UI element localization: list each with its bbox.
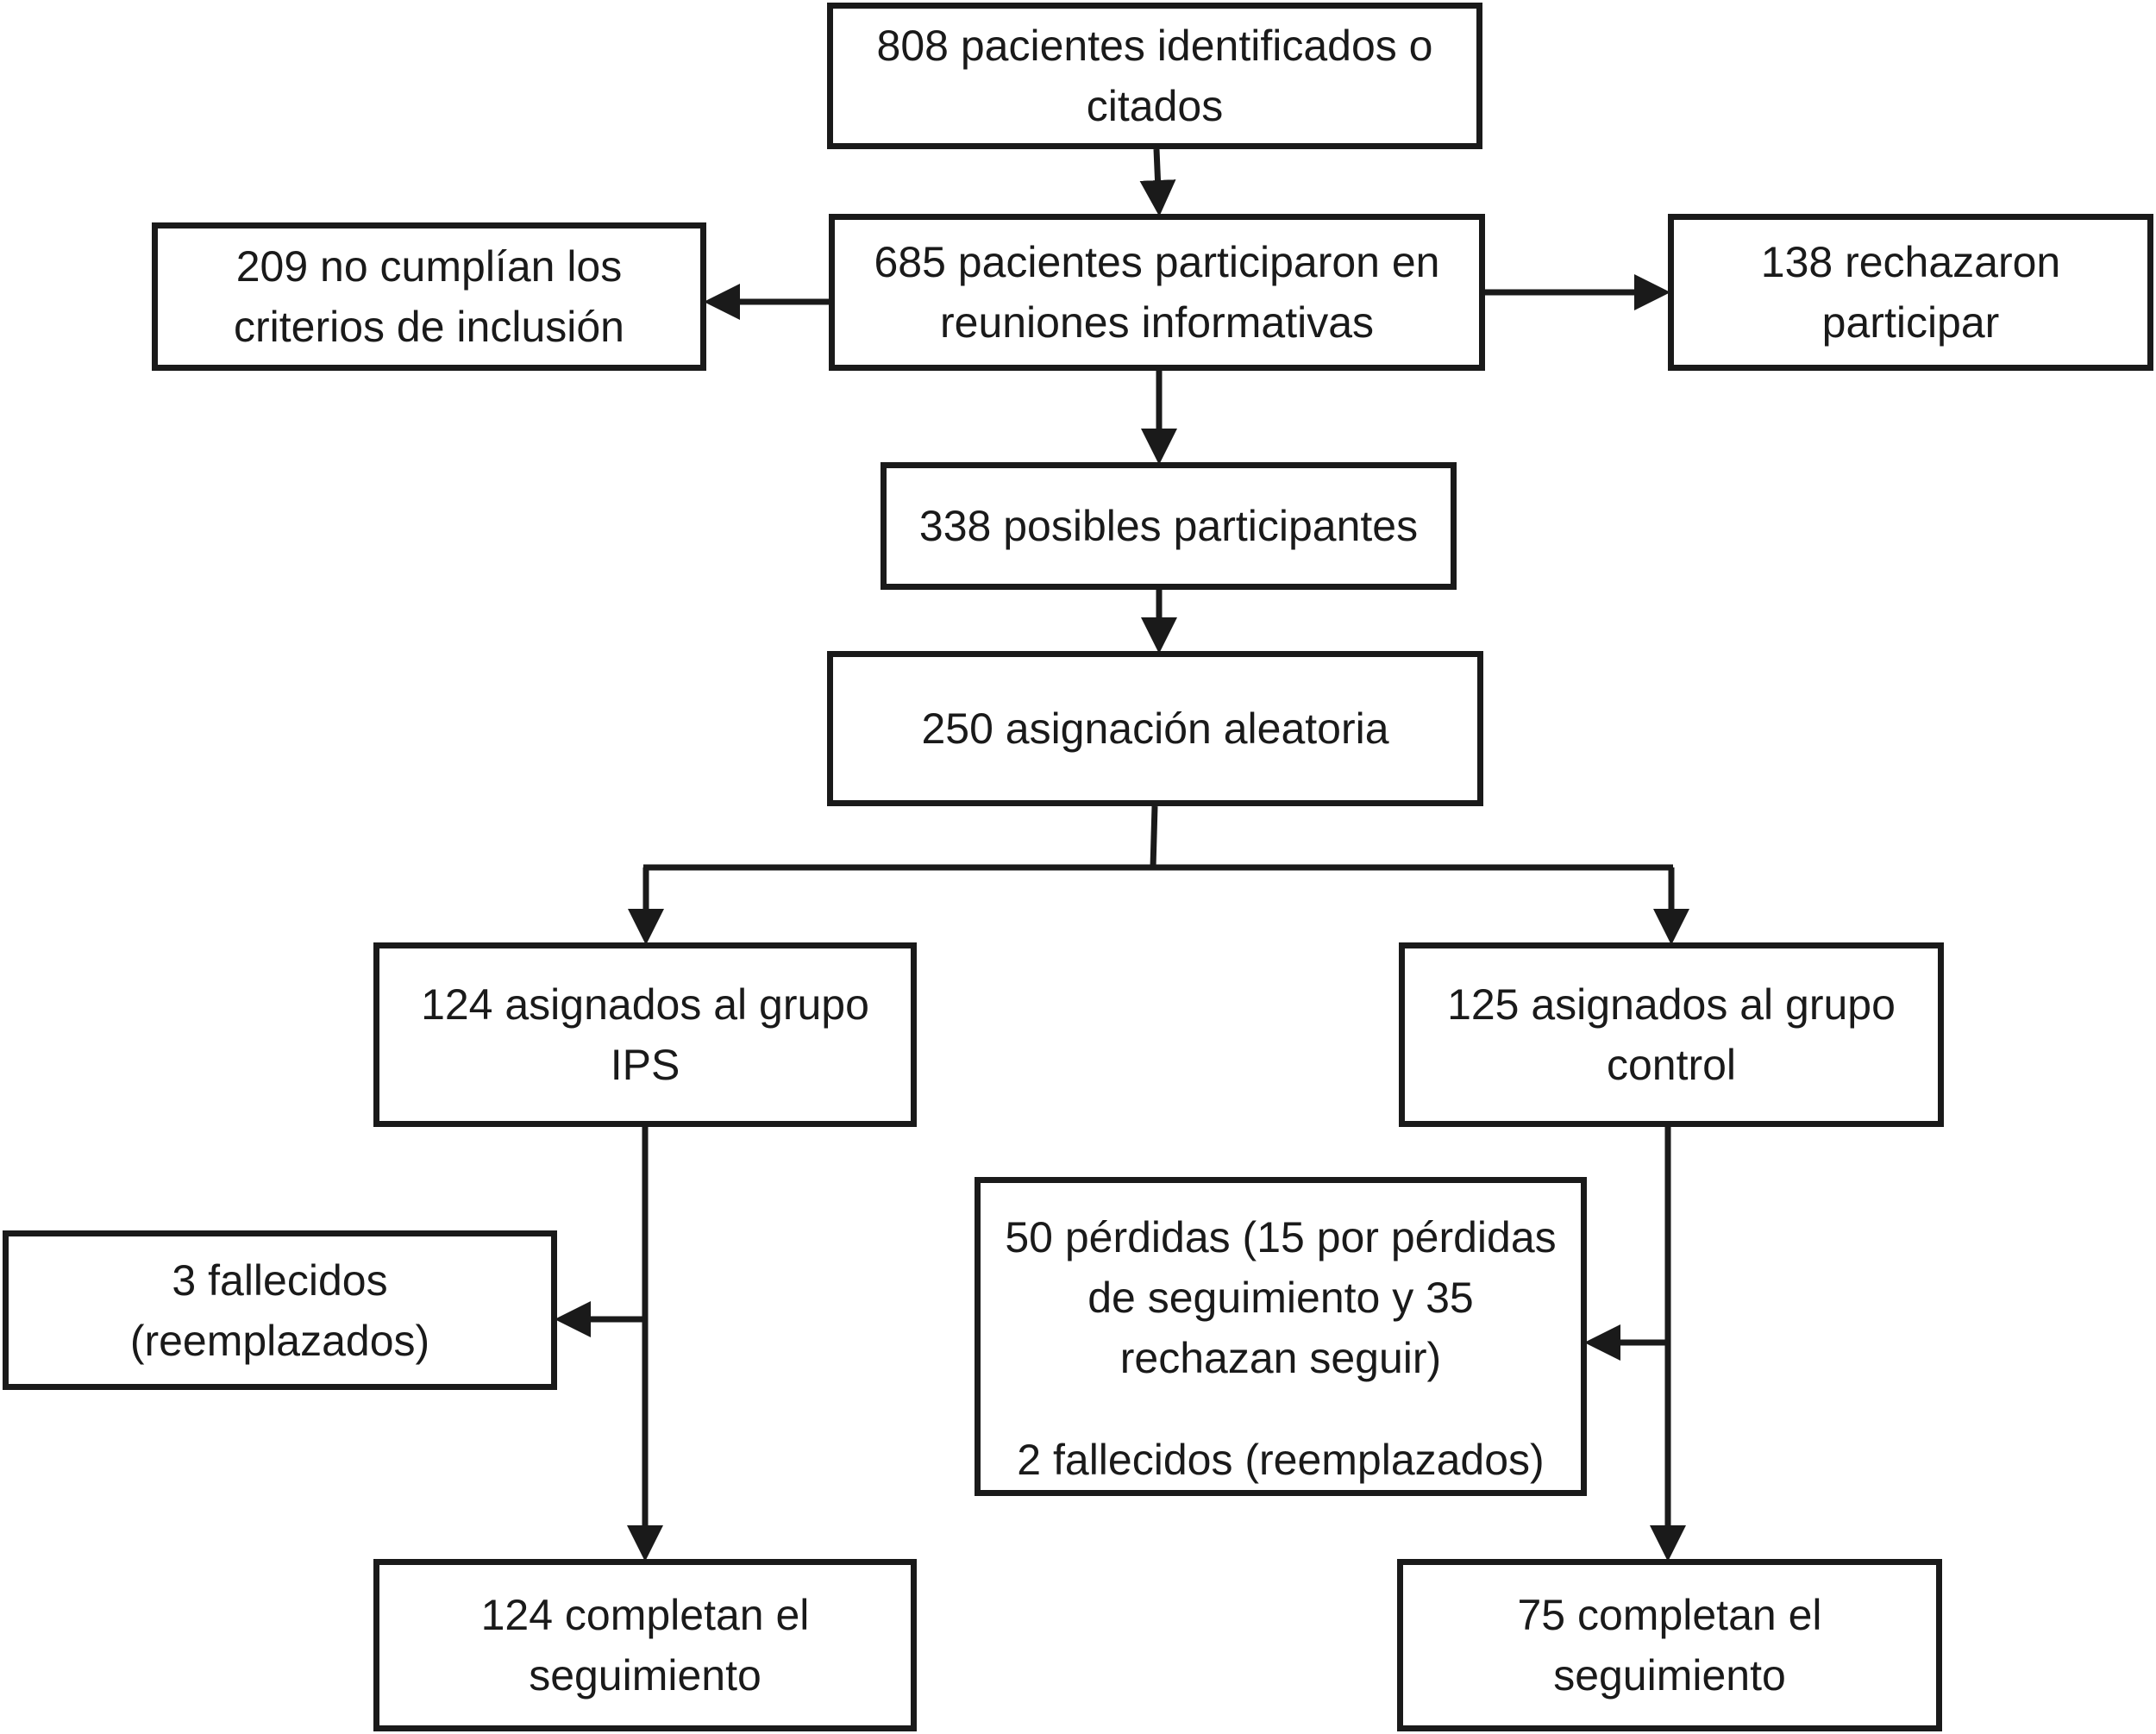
box-control-losses-line4: 2 fallecidos (reemplazados) (1017, 1436, 1545, 1484)
arrow-identified-to-meetings (1139, 148, 1176, 216)
box-control-group-line2: control (1606, 1041, 1737, 1089)
box-excluded-criteria: 209 no cumplían los criterios de inclusi… (152, 222, 706, 371)
box-identified-line2: citados (1086, 82, 1224, 130)
box-control-completed: 75 completan el seguimiento (1397, 1559, 1942, 1731)
box-informative-meetings: 685 pacientes participaron en reuniones … (829, 214, 1485, 371)
box-ips-group-line1: 124 asignados al grupo (421, 980, 869, 1029)
box-control-group-line1: 125 asignados al grupo (1447, 980, 1896, 1029)
box-ips-completed-line1: 124 completan el (480, 1591, 810, 1639)
box-control-losses: 50 pérdidas (15 por pérdidas de seguimie… (975, 1177, 1587, 1496)
box-possible-participants-line1: 338 posibles participantes (918, 502, 1419, 550)
line-randomized-stem (1150, 805, 1158, 868)
box-ips-group: 124 asignados al grupo IPS (373, 942, 917, 1127)
box-control-group: 125 asignados al grupo control (1399, 942, 1944, 1127)
box-refused-line1: 138 rechazaron (1760, 238, 2061, 286)
box-excluded-criteria-line2: criterios de inclusión (234, 303, 624, 351)
box-control-losses-line1: 50 pérdidas (15 por pérdidas (1005, 1213, 1557, 1261)
box-control-completed-line2: seguimiento (1553, 1651, 1786, 1700)
box-ips-group-line2: IPS (610, 1041, 680, 1089)
box-ips-deaths-line1: 3 fallecidos (172, 1255, 388, 1305)
box-ips-deaths-line2: (reemplazados) (129, 1316, 430, 1365)
box-possible-participants: 338 posibles participantes (881, 462, 1457, 590)
box-ips-completed-line2: seguimiento (529, 1651, 761, 1700)
box-identified: 808 pacientes identificados o citados (827, 3, 1482, 149)
box-control-losses-line2: de seguimiento y 35 (1087, 1274, 1474, 1322)
box-randomized-line1: 250 asignación aleatoria (921, 704, 1389, 753)
box-randomized: 250 asignación aleatoria (827, 651, 1483, 806)
box-control-completed-line1: 75 completan el (1517, 1591, 1822, 1639)
box-refused-line2: participar (1821, 298, 2000, 347)
box-identified-line1: 808 pacientes identificados o (876, 22, 1433, 70)
box-refused: 138 rechazaron participar (1668, 214, 2153, 371)
box-informative-meetings-line1: 685 pacientes participaron en (874, 238, 1440, 286)
box-excluded-criteria-line1: 209 no cumplían los (235, 242, 623, 291)
box-control-losses-line3: rechazan seguir) (1119, 1334, 1442, 1382)
box-ips-deaths: 3 fallecidos (reemplazados) (3, 1230, 557, 1390)
box-ips-completed: 124 completan el seguimiento (373, 1559, 917, 1731)
box-informative-meetings-line2: reuniones informativas (939, 298, 1375, 347)
